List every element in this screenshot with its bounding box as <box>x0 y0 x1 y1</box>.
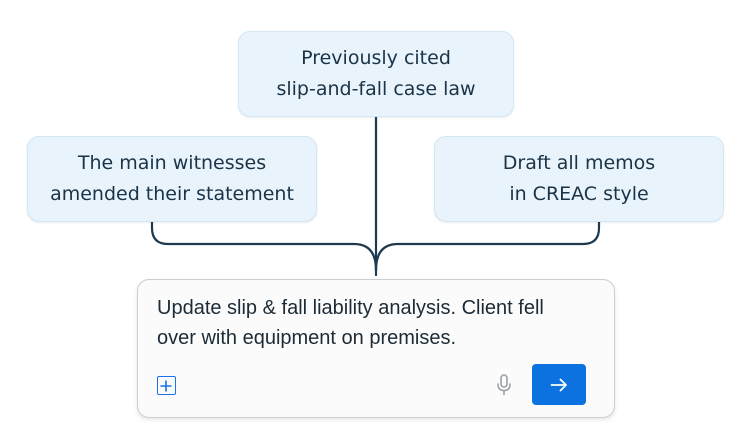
connector-right <box>374 220 601 272</box>
connector-left <box>150 220 378 272</box>
context-card-memo-style[interactable]: Draft all memos in CREAC style <box>434 136 724 222</box>
prompt-text-line: Update slip & fall liability analysis. C… <box>157 297 544 319</box>
plus-square-icon <box>160 379 172 392</box>
context-card-line: The main witnesses <box>77 152 267 174</box>
attach-button[interactable] <box>157 376 176 395</box>
context-card-line: Draft all memos <box>502 152 656 174</box>
prompt-composer: Update slip & fall liability analysis. C… <box>137 279 615 418</box>
arrow-right-icon <box>550 378 567 391</box>
prompt-text-line: over with equipment on premises. <box>157 327 457 349</box>
send-button[interactable] <box>532 364 586 405</box>
context-card-line: slip-and-fall case law <box>276 78 476 100</box>
context-card-witnesses[interactable]: The main witnesses amended their stateme… <box>27 136 317 222</box>
voice-input-button[interactable] <box>495 373 513 397</box>
context-card-line: amended their statement <box>50 183 294 205</box>
context-card-line: Previously cited <box>301 47 451 69</box>
context-card-line: in CREAC style <box>509 183 649 205</box>
microphone-icon <box>497 374 511 396</box>
context-card-case-law[interactable]: Previously cited slip-and-fall case law <box>238 31 514 117</box>
prompt-input[interactable]: Update slip & fall liability analysis. C… <box>157 293 597 353</box>
